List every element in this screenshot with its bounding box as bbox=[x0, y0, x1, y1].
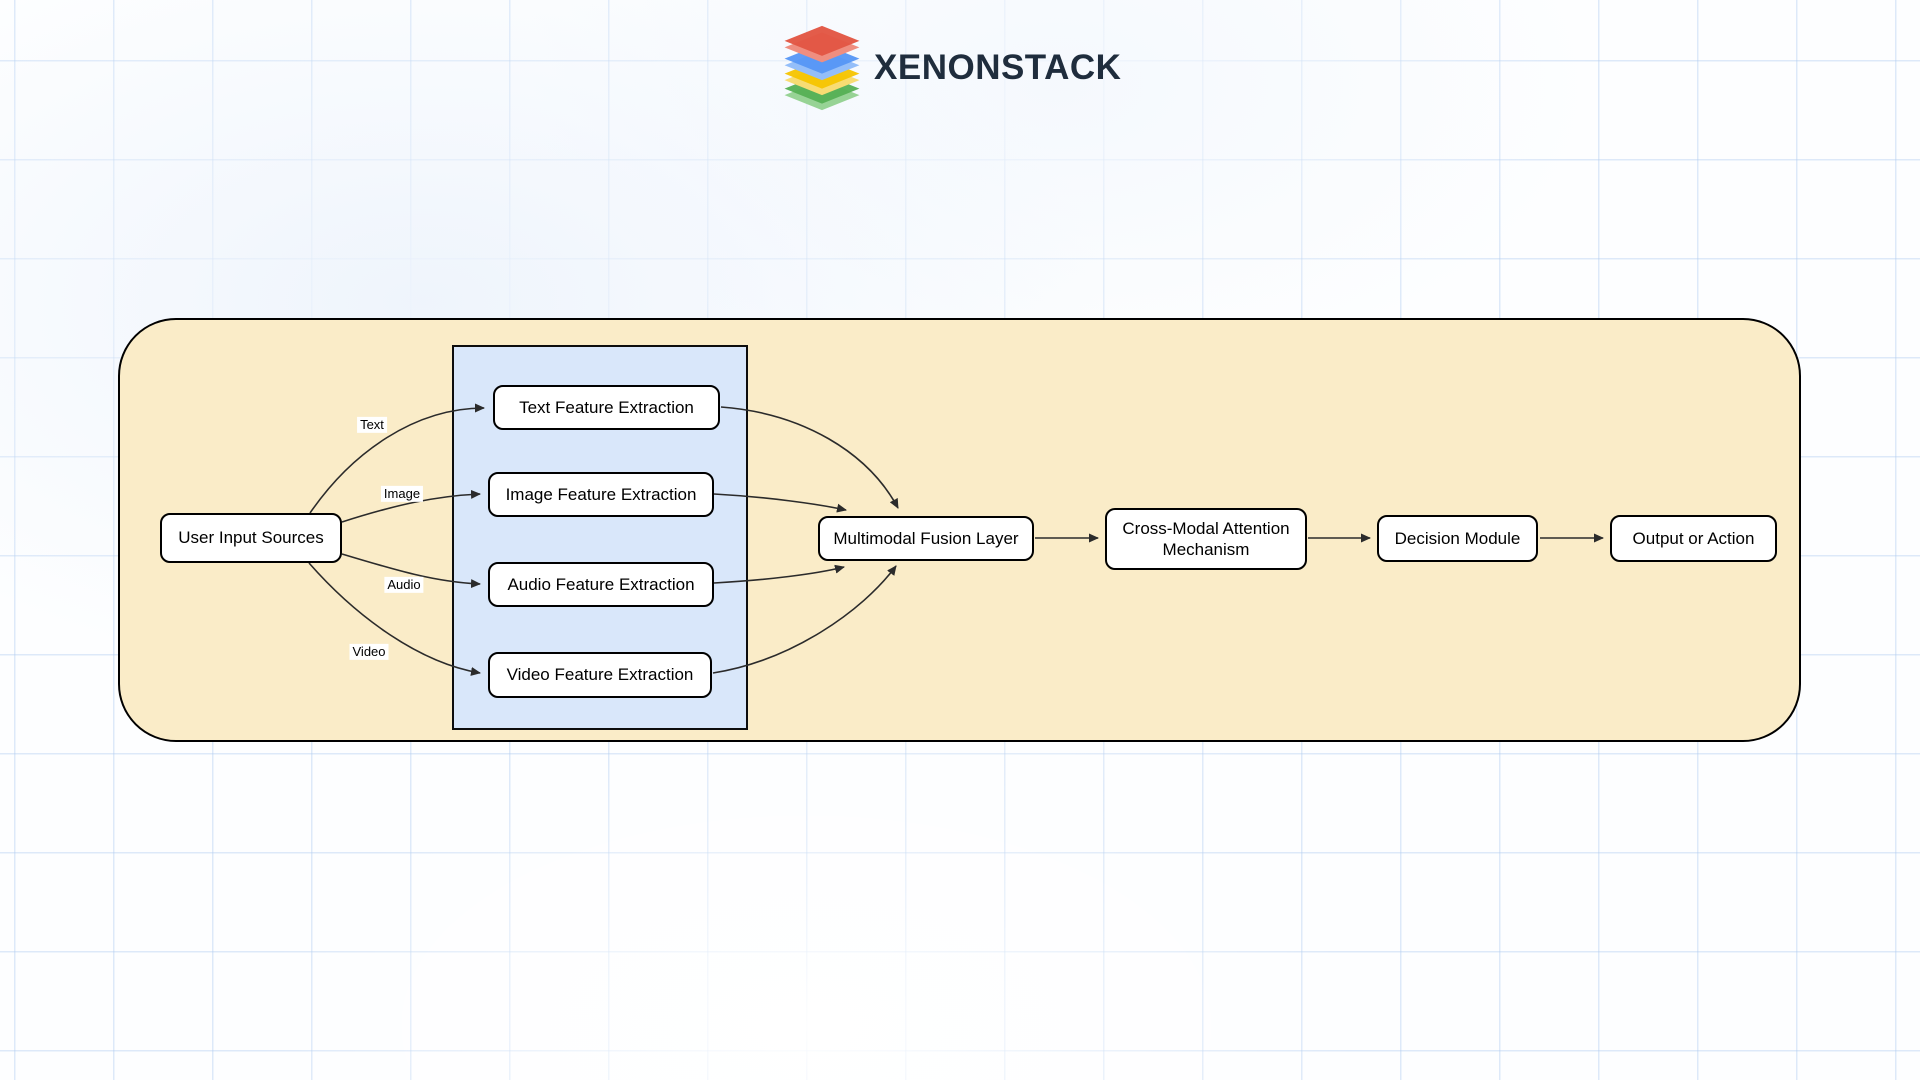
node-label: Audio Feature Extraction bbox=[507, 574, 695, 594]
edge-label-image: Image bbox=[380, 485, 424, 503]
edge-label-text: Text bbox=[357, 416, 387, 434]
node-user-input-sources: User Input Sources bbox=[160, 513, 342, 563]
xenonstack-stack-logo-icon bbox=[784, 25, 860, 111]
node-output-or-action: Output or Action bbox=[1610, 515, 1777, 562]
node-multimodal-fusion-layer: Multimodal Fusion Layer bbox=[818, 516, 1034, 561]
node-text-feature-extraction: Text Feature Extraction bbox=[493, 385, 720, 430]
node-label: User Input Sources bbox=[178, 528, 324, 548]
node-label: Text Feature Extraction bbox=[519, 397, 694, 417]
brand-name: XENONSTACK bbox=[874, 48, 1122, 87]
node-label: Image Feature Extraction bbox=[505, 484, 697, 504]
node-decision-module: Decision Module bbox=[1377, 515, 1538, 562]
node-audio-feature-extraction: Audio Feature Extraction bbox=[488, 562, 714, 607]
node-label: Decision Module bbox=[1394, 528, 1521, 548]
edge-label-audio: Audio bbox=[384, 576, 424, 594]
node-label: Video Feature Extraction bbox=[506, 665, 694, 685]
edge-label-video: Video bbox=[349, 643, 389, 661]
node-cross-modal-attention: Cross-Modal Attention Mechanism bbox=[1105, 508, 1307, 570]
node-label: Output or Action bbox=[1632, 528, 1755, 548]
node-label: Multimodal Fusion Layer bbox=[833, 528, 1019, 548]
node-image-feature-extraction: Image Feature Extraction bbox=[488, 472, 714, 517]
node-label: Cross-Modal Attention Mechanism bbox=[1122, 518, 1290, 559]
brand-header: XENONSTACK bbox=[784, 22, 1121, 114]
node-video-feature-extraction: Video Feature Extraction bbox=[488, 652, 712, 698]
